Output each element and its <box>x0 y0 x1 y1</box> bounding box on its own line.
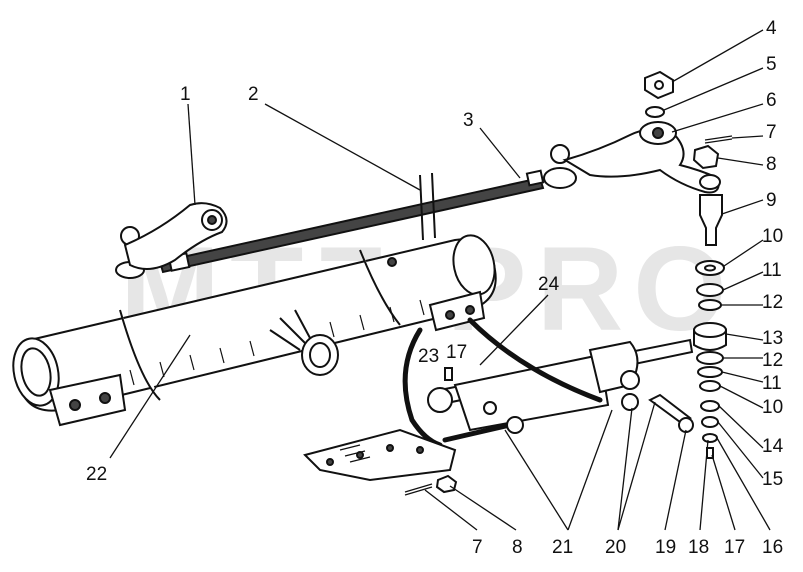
castle-nut-right <box>692 144 720 170</box>
lock-washer-top <box>645 106 665 118</box>
callout-8-right: 8 <box>766 154 777 175</box>
callout-4: 4 <box>766 18 777 39</box>
callout-1: 1 <box>180 84 191 105</box>
callout-11-lower: 11 <box>762 373 782 394</box>
callout-23: 23 <box>418 346 439 367</box>
callout-12-lower: 12 <box>762 350 783 371</box>
callout-13: 13 <box>762 328 783 349</box>
callout-18: 18 <box>688 537 709 558</box>
castle-nut-bottom <box>435 474 458 494</box>
callout-labels: 1 2 3 4 5 6 7 8 9 10 11 12 13 12 11 10 1… <box>86 18 784 558</box>
callout-5: 5 <box>766 54 777 75</box>
callout-9: 9 <box>766 190 777 211</box>
cotter-pin-right <box>704 135 733 144</box>
callout-10-upper: 10 <box>762 226 783 247</box>
callout-21: 21 <box>552 537 573 558</box>
callout-14: 14 <box>762 436 784 457</box>
callout-3: 3 <box>463 110 474 131</box>
callout-19: 19 <box>655 537 676 558</box>
callout-22: 22 <box>86 464 107 485</box>
cotter-pin-bottom <box>404 483 433 496</box>
callout-16: 16 <box>762 537 783 558</box>
callout-8-bottom: 8 <box>512 537 523 558</box>
callout-24: 24 <box>538 274 560 295</box>
callout-7-right: 7 <box>766 122 777 143</box>
clamp <box>419 172 436 241</box>
hydraulic-hoses <box>402 317 694 448</box>
leader-lines <box>109 29 771 531</box>
right-steering-arm <box>562 121 721 194</box>
callout-17-bottom: 17 <box>724 537 745 558</box>
nut-top <box>644 70 674 100</box>
power-cylinder <box>427 338 694 432</box>
callout-20: 20 <box>605 537 626 558</box>
callout-10-lower: 10 <box>762 397 783 418</box>
bracket-plate <box>303 428 457 482</box>
callout-15: 15 <box>762 469 783 490</box>
tie-rod <box>115 144 577 279</box>
callout-11-upper: 11 <box>762 260 782 281</box>
callout-2: 2 <box>248 84 259 105</box>
housing-tube <box>12 234 497 427</box>
kingpin <box>699 194 723 246</box>
callout-17-top: 17 <box>446 342 467 363</box>
callout-7-bottom: 7 <box>472 537 483 558</box>
callout-6: 6 <box>766 90 777 111</box>
callout-12-upper: 12 <box>762 292 783 313</box>
bearing-stack <box>693 260 727 459</box>
left-steering-arm <box>123 202 228 270</box>
